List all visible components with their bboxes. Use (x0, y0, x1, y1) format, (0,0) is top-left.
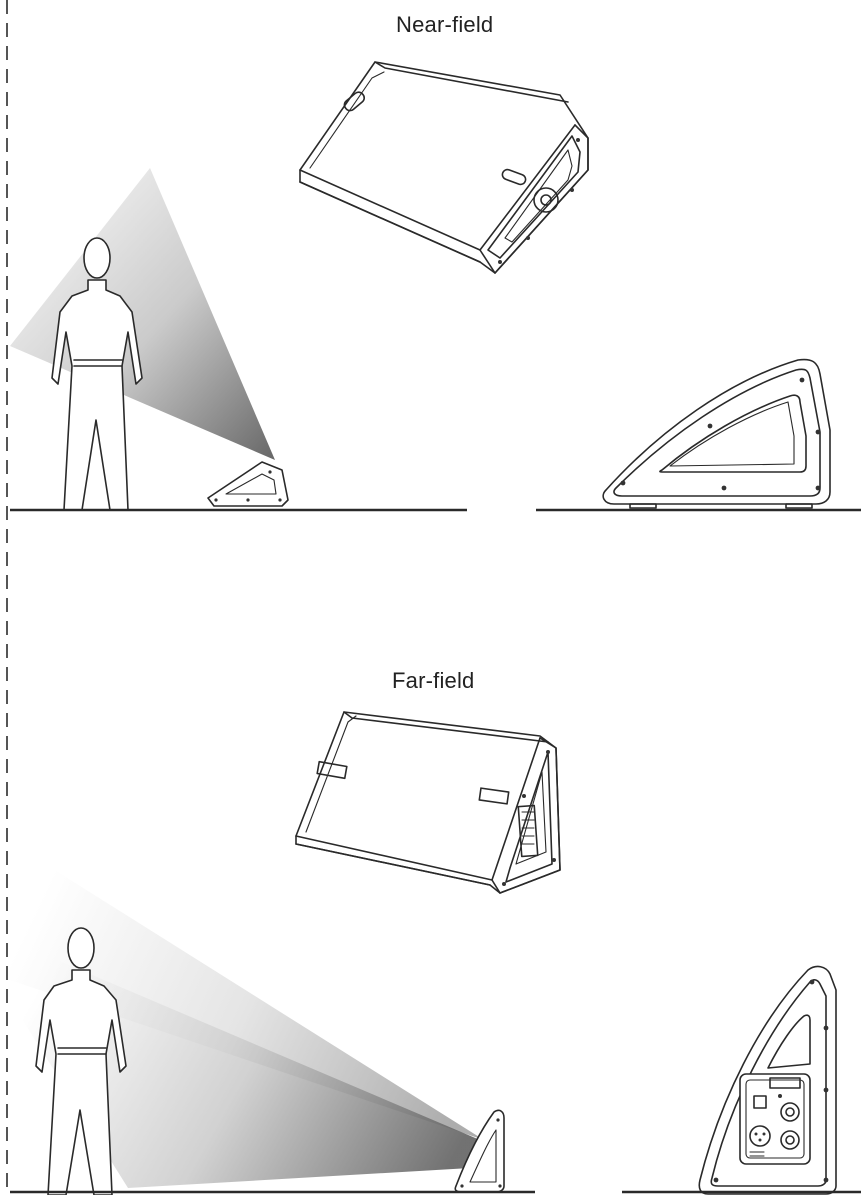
near-sound-beam (10, 168, 275, 460)
near-field-section (10, 62, 861, 510)
far-side-profile (699, 967, 836, 1194)
near-side-profile (603, 360, 830, 508)
far-speaker-perspective (296, 712, 560, 893)
near-speaker-perspective (300, 62, 588, 273)
near-small-monitor (208, 462, 288, 506)
far-field-section (10, 712, 861, 1195)
far-field-title: Far-field (392, 668, 475, 694)
near-field-title: Near-field (396, 12, 493, 38)
